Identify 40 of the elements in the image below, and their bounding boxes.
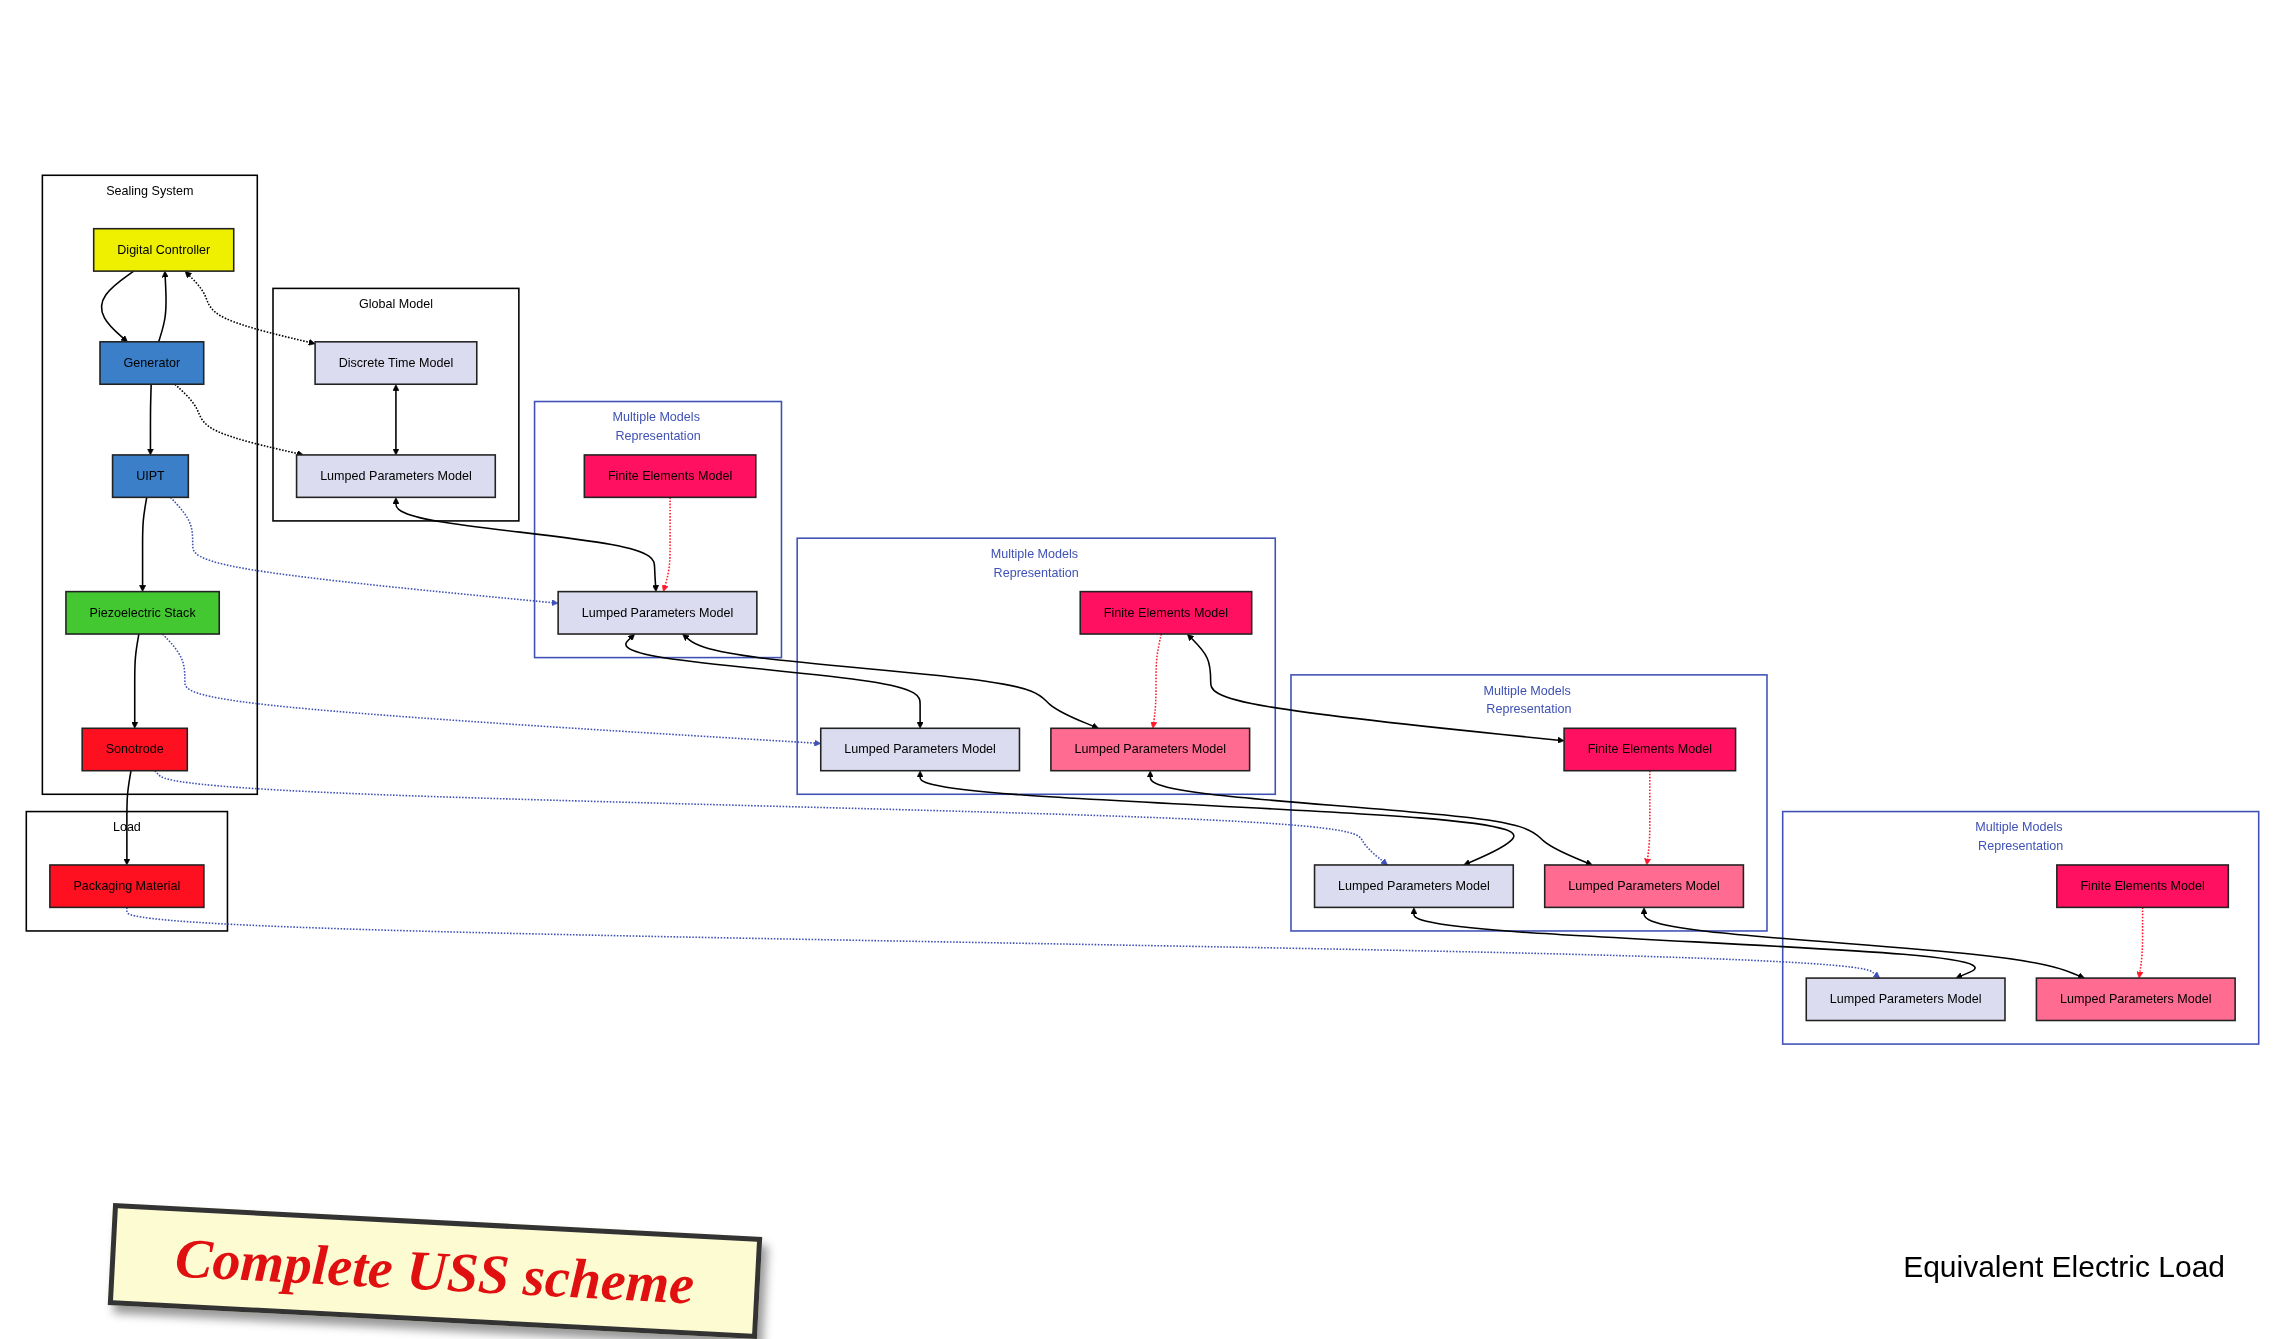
arrow [1187, 634, 1565, 744]
arrow [916, 771, 1515, 867]
node-box: Lumped Parameters Model [1543, 864, 1745, 909]
node-box: Lumped Parameters Model [1050, 727, 1251, 772]
arrow [139, 496, 148, 593]
arrow [184, 271, 316, 346]
node-box: Lumped Parameters Model [1313, 864, 1515, 909]
note-text: Equivalent Electric Load [1903, 1250, 2225, 1284]
node-box: Discrete Time Model [314, 341, 478, 386]
node-box: UIPT [111, 454, 190, 499]
arrow [682, 634, 1099, 730]
arrow [1640, 907, 2085, 980]
arrow [169, 496, 559, 607]
node-box: Sonotrode [81, 727, 189, 772]
arrow [392, 384, 400, 456]
node-box: Lumped Parameters Model [557, 591, 758, 636]
node-box: Lumped Parameters Model [819, 727, 1021, 772]
node-box: Lumped Parameters Model [1805, 977, 2006, 1022]
arrow [147, 383, 154, 456]
node-box: Finite Elements Model [1563, 727, 1737, 772]
node-box: Lumped Parameters Model [295, 454, 497, 499]
node-box: Generator [99, 341, 205, 386]
arrow [1410, 907, 1976, 980]
node-box: Digital Controller [92, 228, 235, 273]
arrow [123, 770, 132, 866]
node-box: Finite Elements Model [1079, 591, 1253, 636]
arrow [131, 633, 140, 729]
node-box: Lumped Parameters Model [2035, 977, 2236, 1022]
title-banner: Complete USS scheme [107, 1203, 762, 1339]
arrow [1146, 771, 1593, 867]
node-box: Packaging Material [49, 864, 205, 909]
arrow [625, 634, 924, 729]
node-box: Piezoelectric Stack [65, 591, 221, 636]
arrow [1644, 770, 1651, 866]
arrow [153, 770, 1388, 866]
arrow [157, 271, 169, 343]
node-box: Finite Elements Model [2056, 864, 2230, 909]
arrow [392, 497, 659, 593]
node-box: Finite Elements Model [583, 454, 757, 499]
arrow [100, 270, 135, 343]
